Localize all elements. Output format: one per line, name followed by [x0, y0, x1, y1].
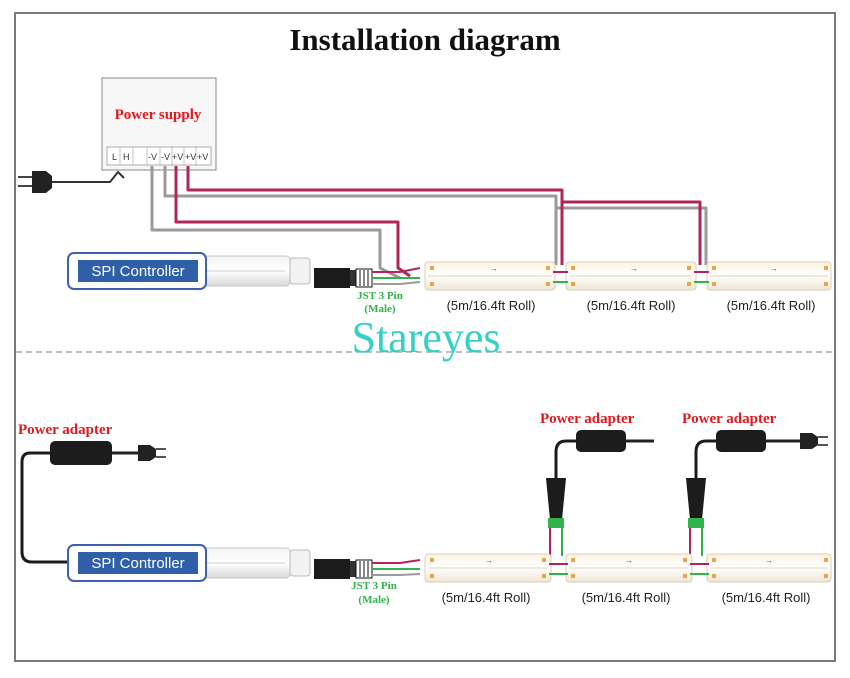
power-adapter-left [20, 441, 166, 564]
power-adapter-right-label: Power adapter [682, 411, 777, 427]
svg-text:→: → [765, 556, 773, 565]
jst-connector-bottom: JST 3 Pin (Male) [314, 559, 421, 606]
jst-bottom-label-2: (Male) [358, 594, 389, 606]
led-strips-bottom: → → → [424, 553, 832, 583]
jst-top-label-2: (Male) [364, 303, 395, 315]
spi-controller-top-label: SPI Controller [91, 263, 184, 280]
jst-connector-top: JST 3 Pin (Male) [314, 267, 421, 315]
terminal-pos-2: +V [185, 152, 196, 162]
svg-text:→: → [485, 556, 493, 565]
top-wiring [150, 166, 708, 280]
power-adapter-mid-label: Power adapter [540, 411, 635, 427]
led-strip-bottom-1: → [424, 553, 552, 583]
svg-text:→: → [625, 556, 633, 565]
spi-controller-bottom-label: SPI Controller [91, 555, 184, 572]
led-strip-top-3: → [706, 261, 832, 291]
diagram-frame [14, 12, 836, 662]
terminal-h: H [123, 152, 130, 162]
roll-label-bottom-1: (5m/16.4ft Roll) [442, 590, 531, 605]
terminal-neg-1: -V [148, 152, 157, 162]
diagram-title: Installation diagram [289, 22, 560, 57]
led-strip-top-2: → [565, 261, 697, 291]
roll-label-bottom-3: (5m/16.4ft Roll) [722, 590, 811, 605]
roll-labels-top: (5m/16.4ft Roll) (5m/16.4ft Roll) (5m/16… [447, 298, 816, 313]
led-strips-top: → → → [424, 261, 832, 291]
led-strip-top-1: → [424, 261, 556, 291]
spi-controller-bottom: SPI Controller [67, 544, 311, 582]
jst-top-label-1: JST 3 Pin [357, 290, 403, 302]
roll-labels-bottom: (5m/16.4ft Roll) (5m/16.4ft Roll) (5m/16… [442, 590, 811, 605]
spi-controller-top: SPI Controller [67, 252, 311, 290]
terminal-l: L [112, 152, 117, 162]
roll-label-bottom-2: (5m/16.4ft Roll) [582, 590, 671, 605]
watermark: Stareyes [351, 313, 500, 362]
power-supply-label: Power supply [115, 107, 202, 123]
power-supply: Power supply L H -V -V +V +V +V [101, 77, 217, 171]
terminal-block: L H -V -V +V +V +V [112, 147, 208, 165]
led-strip-bottom-2: → [565, 553, 693, 583]
roll-label-top-2: (5m/16.4ft Roll) [587, 298, 676, 313]
svg-text:→: → [630, 264, 638, 273]
terminal-pos-3: +V [197, 152, 208, 162]
power-adapter-right [686, 430, 828, 556]
ac-plug-icon [18, 170, 125, 193]
svg-text:→: → [490, 264, 498, 273]
power-adapter-mid [546, 430, 654, 556]
svg-text:→: → [770, 264, 778, 273]
power-adapter-left-label: Power adapter [18, 422, 113, 438]
roll-label-top-3: (5m/16.4ft Roll) [727, 298, 816, 313]
terminal-neg-2: -V [161, 152, 170, 162]
roll-label-top-1: (5m/16.4ft Roll) [447, 298, 536, 313]
jst-bottom-label-1: JST 3 Pin [351, 580, 397, 592]
led-strip-bottom-3: → [706, 553, 832, 583]
terminal-pos-1: +V [172, 152, 183, 162]
